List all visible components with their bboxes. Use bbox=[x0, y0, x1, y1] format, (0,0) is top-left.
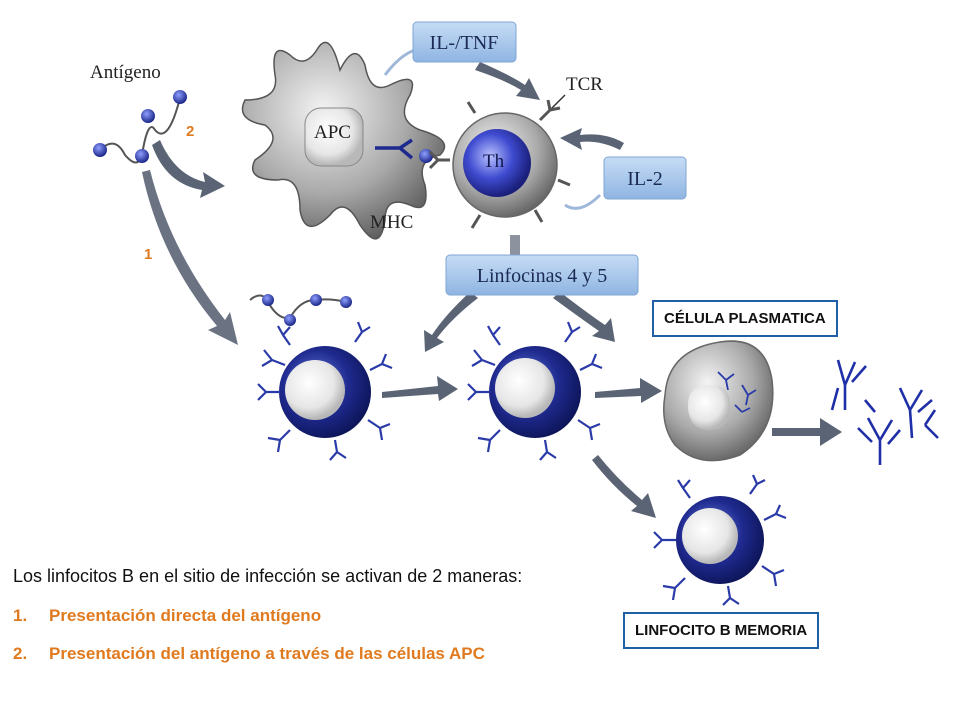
plasma-cell-box: CÉLULA PLASMATICA bbox=[652, 300, 838, 337]
il2-label: IL-2 bbox=[603, 156, 687, 200]
memory-b-cell bbox=[653, 474, 787, 606]
activation-ways-list: 1.Presentación directa del antígeno 2.Pr… bbox=[13, 606, 485, 682]
arrow-b2-memory bbox=[592, 455, 656, 518]
memory-cell-box: LINFOCITO B MEMORIA bbox=[623, 612, 820, 649]
b-cell-2 bbox=[467, 321, 603, 461]
way-item-1: 1.Presentación directa del antígeno bbox=[13, 606, 322, 625]
arrow-il-tnf bbox=[475, 62, 540, 100]
th-cell bbox=[428, 99, 571, 229]
arrow-linfocinas-right bbox=[553, 292, 615, 342]
route-1-number: 1 bbox=[144, 246, 152, 263]
svg-text:IL-/TNF: IL-/TNF bbox=[430, 32, 499, 54]
tcr-label: TCR bbox=[566, 74, 603, 95]
arrow-route-1 bbox=[142, 170, 238, 345]
plasma-cell bbox=[663, 340, 774, 462]
svg-text:Linfocinas 4 y 5: Linfocinas 4 y 5 bbox=[477, 265, 608, 287]
antigen-chain-2 bbox=[249, 294, 352, 326]
arrow-linfocinas-left bbox=[424, 292, 478, 352]
apc-label: APC bbox=[314, 122, 351, 143]
antigen-chain-1 bbox=[93, 90, 187, 164]
arrow-b2-plasma bbox=[595, 378, 662, 403]
arrow-plasma-antibodies bbox=[772, 418, 842, 446]
svg-text:IL-2: IL-2 bbox=[627, 168, 663, 190]
th-label: Th bbox=[483, 151, 505, 172]
linfocinas-label: Linfocinas 4 y 5 bbox=[445, 254, 639, 296]
intro-text: Los linfocitos B en el sitio de infecció… bbox=[13, 566, 523, 586]
mhc-label: MHC bbox=[370, 212, 413, 233]
antibodies bbox=[830, 359, 939, 465]
b-cell-1 bbox=[257, 321, 393, 461]
route-2-number: 2 bbox=[186, 123, 194, 140]
arrow-route-2 bbox=[152, 140, 225, 198]
arrow-il2 bbox=[560, 128, 624, 150]
way-item-2: 2.Presentación del antígeno a través de … bbox=[13, 644, 485, 663]
il-tnf-label: IL-/TNF bbox=[412, 21, 517, 63]
arrow-b1-b2 bbox=[382, 376, 458, 401]
antigen-label: Antígeno bbox=[90, 62, 161, 83]
apc-cell bbox=[241, 41, 446, 240]
